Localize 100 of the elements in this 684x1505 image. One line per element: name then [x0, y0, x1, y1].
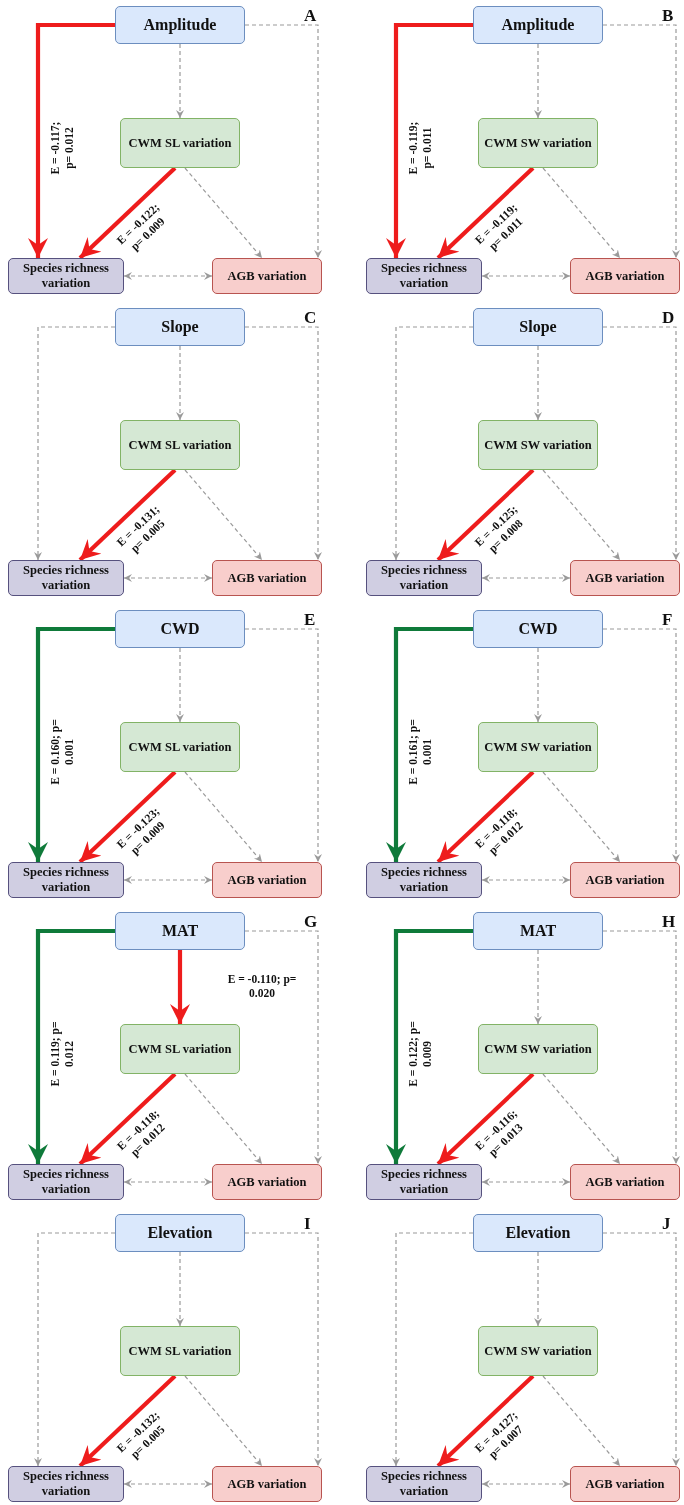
path-arrow	[78, 468, 177, 562]
biomass-box: AGB variation	[212, 862, 322, 898]
dashed-arrow	[602, 930, 680, 1165]
driver-box: Slope	[473, 308, 603, 346]
dashed-arrow	[244, 930, 322, 1165]
dashed-arrow	[481, 1178, 571, 1186]
edge-label: E = 0.119; p= 0.012	[47, 1021, 76, 1087]
path-arrow	[28, 928, 115, 1164]
richness-box: Species richness variation	[8, 1164, 124, 1200]
dashed-arrow	[392, 1232, 474, 1467]
dashed-arrow	[244, 24, 322, 259]
trait-box: CWM SL variation	[120, 118, 240, 168]
dashed-arrow	[602, 24, 680, 259]
panel-letter: H	[662, 912, 676, 932]
dashed-arrow	[542, 1073, 621, 1165]
panel-letter: D	[662, 308, 675, 328]
biomass-box: AGB variation	[212, 1164, 322, 1200]
trait-box: CWM SL variation	[120, 722, 240, 772]
trait-box: CWM SL variation	[120, 1326, 240, 1376]
richness-box: Species richness variation	[8, 862, 124, 898]
dashed-arrow	[123, 876, 213, 884]
dashed-arrow	[481, 272, 571, 280]
panel-letter: E	[304, 610, 316, 630]
dashed-arrow	[176, 1251, 184, 1327]
dashed-arrow	[602, 628, 680, 863]
path-arrow	[386, 22, 473, 258]
path-arrow	[436, 1072, 535, 1166]
richness-box: Species richness variation	[366, 560, 482, 596]
dashed-arrow	[176, 647, 184, 723]
panel-letter: B	[662, 6, 674, 26]
richness-box: Species richness variation	[8, 1466, 124, 1502]
richness-box: Species richness variation	[8, 258, 124, 294]
path-arrow	[170, 950, 190, 1024]
dashed-arrow	[244, 326, 322, 561]
dashed-arrow	[534, 43, 542, 119]
dashed-arrow	[392, 326, 474, 561]
panel-letter: A	[304, 6, 317, 26]
edge-label: E = -0.117; p= 0.012	[47, 120, 77, 177]
panel-letter: C	[304, 308, 317, 328]
path-arrow	[78, 1072, 177, 1166]
dashed-arrow	[542, 771, 621, 863]
richness-box: Species richness variation	[366, 1466, 482, 1502]
path-arrow	[436, 1374, 535, 1468]
edge-label: E = 0.161; p= 0.001	[405, 719, 434, 785]
edge-label: E = 0.160; p= 0.001	[47, 719, 76, 785]
dashed-arrow	[534, 345, 542, 421]
dashed-arrow	[184, 469, 263, 561]
dashed-arrow	[184, 167, 263, 259]
driver-box: CWD	[115, 610, 245, 648]
dashed-arrow	[123, 574, 213, 582]
dashed-arrow	[481, 1480, 571, 1488]
dashed-arrow	[244, 1232, 322, 1467]
dashed-arrow	[542, 1375, 621, 1467]
driver-box: Slope	[115, 308, 245, 346]
biomass-box: AGB variation	[212, 258, 322, 294]
dashed-arrow	[123, 1178, 213, 1186]
path-arrow	[28, 626, 115, 862]
trait-box: CWM SW variation	[478, 1326, 598, 1376]
path-arrow	[436, 770, 535, 864]
panel-letter: G	[304, 912, 318, 932]
richness-box: Species richness variation	[366, 258, 482, 294]
dashed-arrow	[602, 1232, 680, 1467]
driver-box: MAT	[473, 912, 603, 950]
trait-box: CWM SW variation	[478, 420, 598, 470]
trait-box: CWM SW variation	[478, 118, 598, 168]
dashed-arrow	[542, 469, 621, 561]
biomass-box: AGB variation	[570, 560, 680, 596]
dashed-arrow	[34, 1232, 116, 1467]
biomass-box: AGB variation	[212, 560, 322, 596]
dashed-arrow	[244, 628, 322, 863]
path-arrow	[436, 468, 535, 562]
trait-box: CWM SL variation	[120, 1024, 240, 1074]
path-arrow	[386, 626, 473, 862]
dashed-arrow	[481, 876, 571, 884]
dashed-arrow	[534, 1251, 542, 1327]
path-arrow	[28, 22, 115, 258]
panel-letter: F	[662, 610, 673, 630]
biomass-box: AGB variation	[570, 258, 680, 294]
richness-box: Species richness variation	[366, 1164, 482, 1200]
path-arrow	[436, 166, 535, 260]
panel-letter: J	[662, 1214, 671, 1234]
path-arrow	[78, 770, 177, 864]
path-arrow	[78, 1374, 177, 1468]
dashed-arrow	[176, 43, 184, 119]
biomass-box: AGB variation	[212, 1466, 322, 1502]
richness-box: Species richness variation	[8, 560, 124, 596]
trait-box: CWM SW variation	[478, 722, 598, 772]
driver-box: Amplitude	[473, 6, 603, 44]
edge-label: E = -0.110; p= 0.020	[226, 971, 298, 1001]
driver-box: Elevation	[115, 1214, 245, 1252]
driver-box: Amplitude	[115, 6, 245, 44]
dashed-arrow	[602, 326, 680, 561]
driver-box: Elevation	[473, 1214, 603, 1252]
dashed-arrow	[123, 272, 213, 280]
dashed-arrow	[184, 1073, 263, 1165]
edge-label: E = 0.122; p= 0.009	[405, 1021, 434, 1087]
dashed-arrow	[534, 647, 542, 723]
biomass-box: AGB variation	[570, 862, 680, 898]
dashed-arrow	[542, 167, 621, 259]
biomass-box: AGB variation	[570, 1466, 680, 1502]
